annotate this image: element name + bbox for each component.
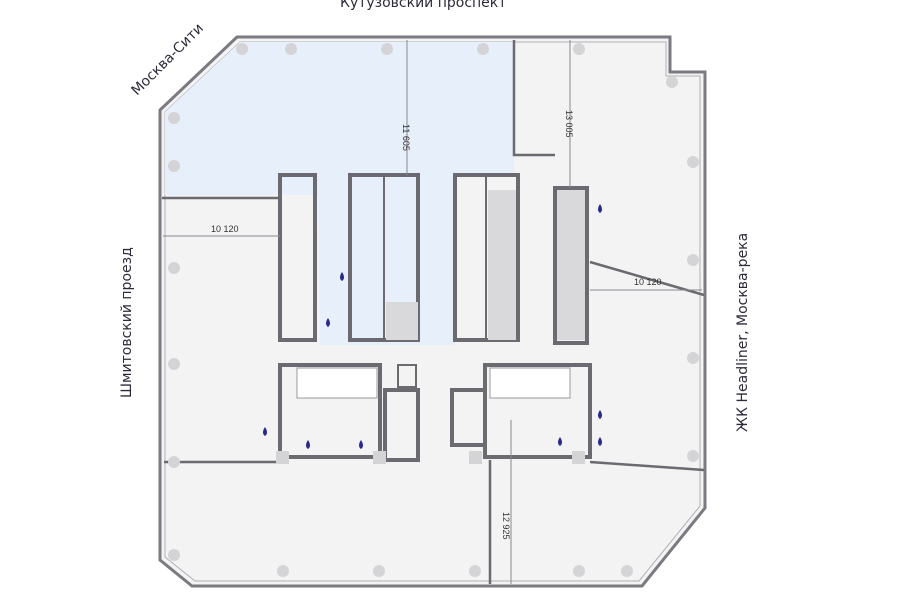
dimension-label: 11 605 [401, 124, 411, 151]
columns [168, 43, 699, 577]
dimension-label: 10 120 [211, 224, 239, 234]
dimension-lines [163, 40, 702, 584]
dimension-label: 12 925 [501, 512, 511, 540]
street-label-top: Кутузовский проспект [340, 0, 506, 11]
dimension-label: 13 005 [564, 110, 574, 138]
dimension-label: 10 120 [634, 277, 662, 287]
building-core [278, 173, 592, 462]
street-label-left: Шмитовский проезд [119, 247, 135, 398]
street-label-right: ЖК Headliner, Москва-река [735, 233, 751, 432]
water-icons [263, 204, 602, 449]
highlighted-office-zone[interactable] [165, 42, 514, 345]
partition-walls [162, 40, 705, 584]
floor-outline-inner [164, 41, 701, 582]
